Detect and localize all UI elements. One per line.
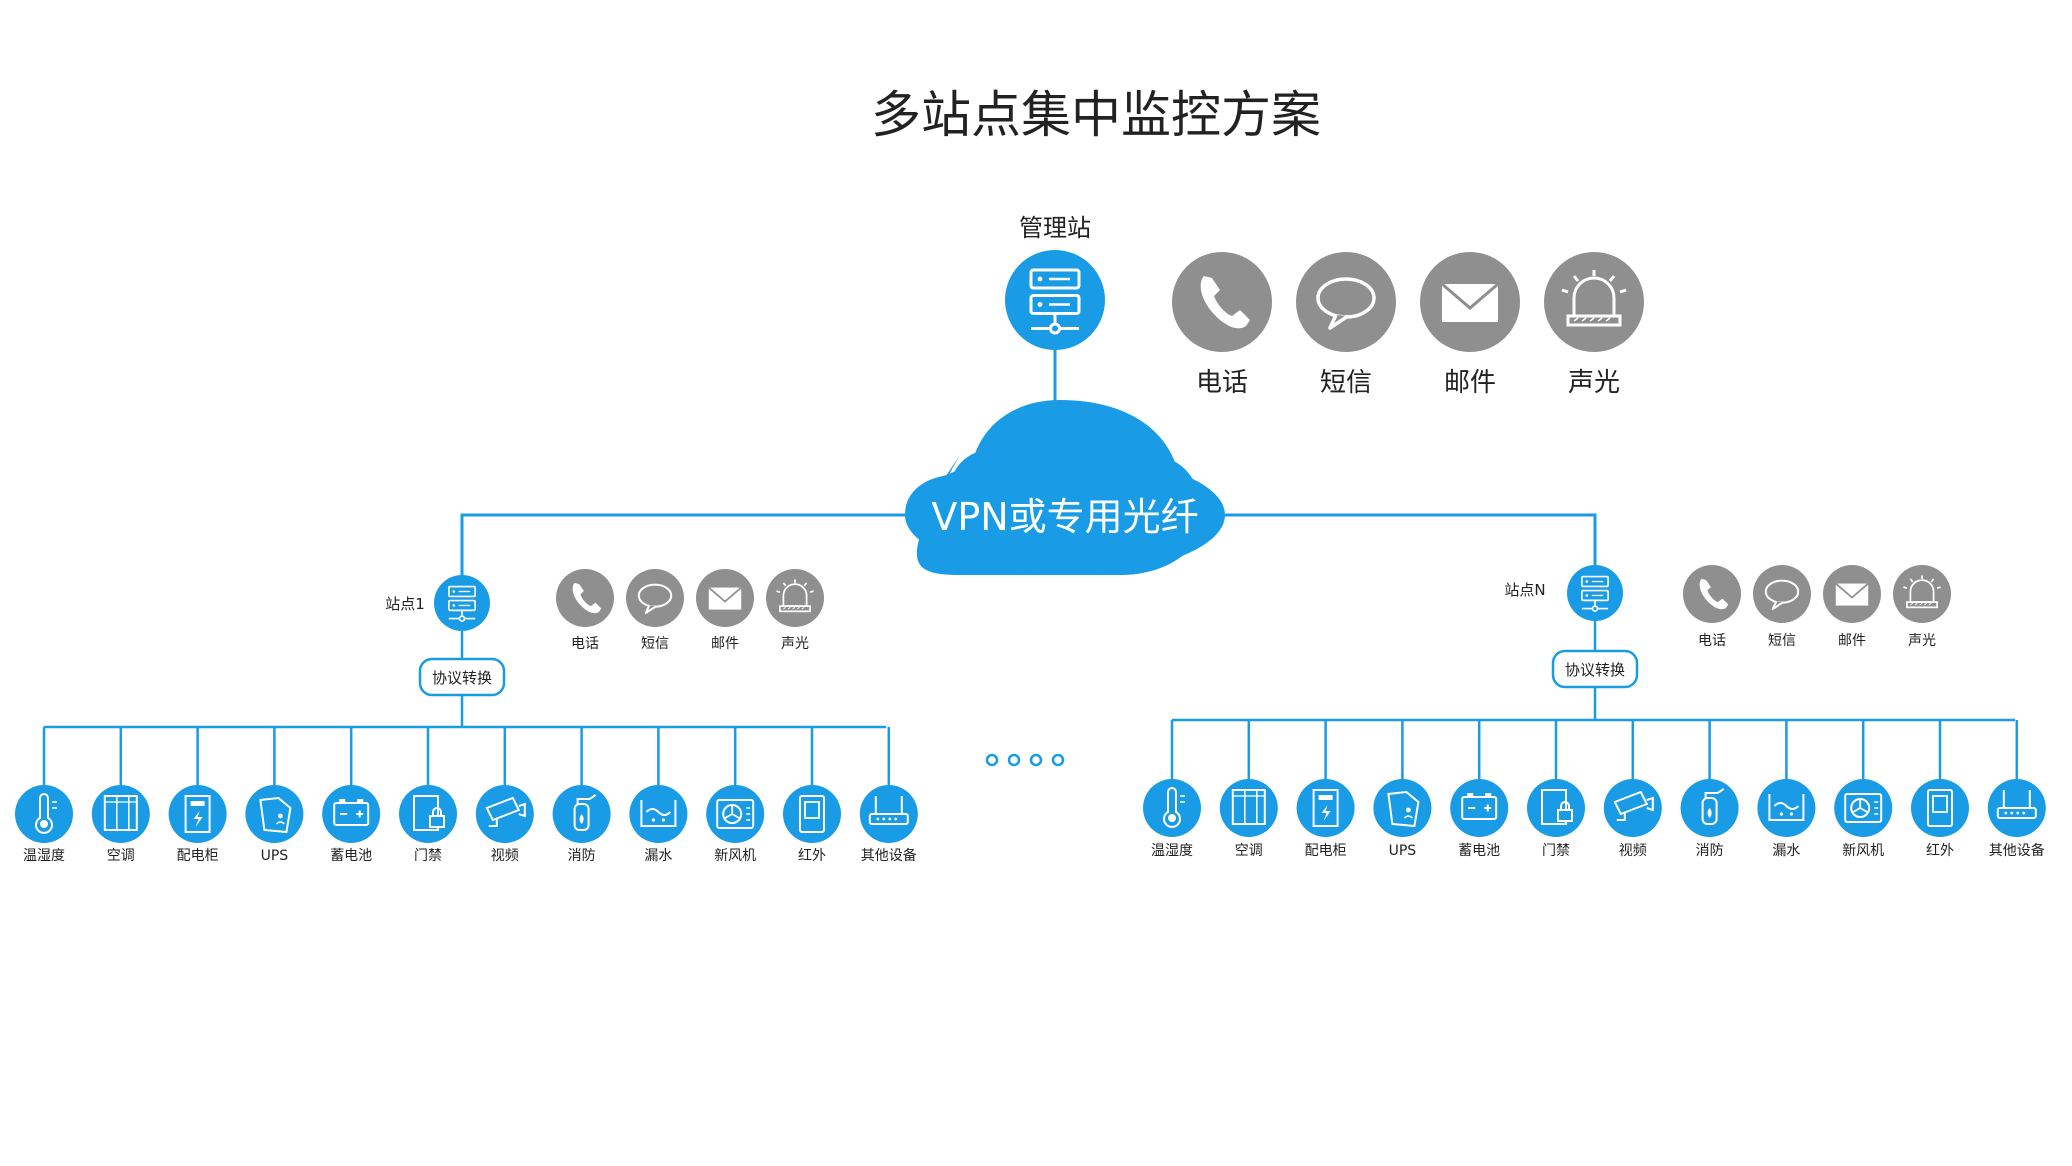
- device-door[interactable]: [1527, 779, 1585, 837]
- device-ac[interactable]: [1219, 779, 1278, 837]
- device-cabinet[interactable]: [1296, 779, 1355, 837]
- device-label-battery: 蓄电池: [330, 848, 372, 864]
- site-server-node[interactable]: [434, 575, 490, 631]
- site-alarm-phone[interactable]: [1683, 565, 1741, 623]
- site-alarm-light[interactable]: [1893, 565, 1951, 623]
- site-alarm-label-mail: 邮件: [1838, 633, 1866, 649]
- management-station-label: 管理站: [1019, 214, 1091, 242]
- device-label-cabinet: 配电柜: [177, 848, 219, 864]
- device-battery[interactable]: [1450, 779, 1509, 837]
- device-label-ir: 红外: [798, 848, 826, 864]
- alarm-label-sms: 短信: [1320, 368, 1372, 398]
- device-ac[interactable]: [91, 785, 150, 843]
- management-server-node[interactable]: [1005, 250, 1105, 350]
- alarm-label-phone: 电话: [1196, 368, 1248, 398]
- site-alarm-sms[interactable]: [1753, 565, 1811, 623]
- device-label-ir: 红外: [1926, 843, 1954, 859]
- alarm-sms[interactable]: [1296, 252, 1396, 352]
- site-alarm-label-sms: 短信: [641, 636, 669, 652]
- alarm-light[interactable]: [1544, 252, 1644, 352]
- site-alarm-label-sms: 短信: [1768, 633, 1796, 649]
- envelope-icon: [1834, 582, 1870, 607]
- device-label-battery: 蓄电池: [1458, 843, 1500, 859]
- device-label-ups: UPS: [261, 848, 289, 864]
- device-temp[interactable]: [1143, 779, 1201, 837]
- site-alarm-label-light: 声光: [781, 636, 809, 652]
- device-label-fan: 新风机: [1842, 843, 1884, 859]
- device-label-ups: UPS: [1389, 843, 1417, 859]
- device-label-leak: 漏水: [644, 848, 672, 864]
- device-label-fan: 新风机: [714, 848, 756, 864]
- device-ir[interactable]: [783, 785, 841, 843]
- device-ups[interactable]: [1373, 779, 1432, 837]
- protocol-converter-box[interactable]: [418, 657, 506, 697]
- device-label-door: 门禁: [414, 848, 442, 864]
- envelope-icon: [707, 586, 743, 611]
- device-battery[interactable]: [322, 785, 381, 843]
- cloud-site1-link: [460, 513, 905, 577]
- site-label: 站点N: [1504, 581, 1545, 599]
- protocol-converter-label: 协议转换: [432, 669, 492, 687]
- cloud-siteN-link: [1225, 513, 1597, 565]
- device-fan[interactable]: [1834, 779, 1893, 837]
- management-alarm-group: 电话 短信 邮件 声光: [1172, 252, 1644, 398]
- device-label-video: 视频: [1619, 843, 1647, 859]
- site-alarm-mail[interactable]: [1823, 565, 1881, 623]
- device-fire[interactable]: [552, 785, 611, 843]
- device-label-other: 其他设备: [861, 847, 917, 864]
- device-temp[interactable]: [15, 785, 73, 843]
- site-alarm-sms[interactable]: [626, 569, 684, 627]
- site-alarm-light[interactable]: [766, 569, 824, 627]
- site-alarm-label-phone: 电话: [571, 636, 599, 652]
- device-label-fire: 消防: [568, 848, 596, 864]
- device-ups[interactable]: [245, 785, 304, 843]
- alarm-label-mail: 邮件: [1444, 368, 1496, 398]
- site-alarm-label-phone: 电话: [1698, 633, 1726, 649]
- alarm-phone[interactable]: [1172, 252, 1272, 352]
- device-video[interactable]: [475, 785, 534, 843]
- device-label-video: 视频: [491, 848, 519, 864]
- site-alarm-mail[interactable]: [696, 569, 754, 627]
- alarm-mail[interactable]: [1420, 252, 1520, 352]
- device-leak[interactable]: [1757, 779, 1816, 837]
- device-label-temp: 温湿度: [1151, 843, 1193, 859]
- device-label-temp: 温湿度: [23, 848, 65, 864]
- device-ir[interactable]: [1911, 779, 1969, 837]
- device-fan[interactable]: [706, 785, 765, 843]
- device-fire[interactable]: [1680, 779, 1739, 837]
- device-label-other: 其他设备: [1989, 842, 2045, 859]
- device-video[interactable]: [1603, 779, 1662, 837]
- device-other[interactable]: [859, 785, 918, 843]
- site-alarm-label-light: 声光: [1908, 633, 1936, 649]
- device-label-ac: 空调: [107, 848, 135, 864]
- vpn-cloud: VPN或专用光纤: [905, 400, 1225, 575]
- site-server-node[interactable]: [1567, 565, 1623, 621]
- envelope-icon: [1440, 282, 1500, 324]
- vpn-label: VPN或专用光纤: [931, 495, 1198, 539]
- device-label-leak: 漏水: [1772, 843, 1800, 859]
- site-label: 站点1: [385, 595, 425, 613]
- site-alarm-phone[interactable]: [556, 569, 614, 627]
- device-label-cabinet: 配电柜: [1305, 843, 1347, 859]
- device-label-ac: 空调: [1235, 843, 1263, 859]
- device-label-door: 门禁: [1542, 843, 1570, 859]
- device-leak[interactable]: [629, 785, 688, 843]
- protocol-converter-label: 协议转换: [1565, 661, 1625, 679]
- device-label-fire: 消防: [1696, 843, 1724, 859]
- site-alarm-label-mail: 邮件: [711, 636, 739, 652]
- more-sites-ellipsis: [985, 753, 1065, 767]
- device-door[interactable]: [399, 785, 457, 843]
- diagram-title: 多站点集中监控方案: [871, 86, 1321, 144]
- device-cabinet[interactable]: [168, 785, 227, 843]
- device-other[interactable]: [1987, 779, 2046, 837]
- protocol-converter-box[interactable]: [1551, 649, 1639, 689]
- alarm-label-light: 声光: [1568, 368, 1620, 398]
